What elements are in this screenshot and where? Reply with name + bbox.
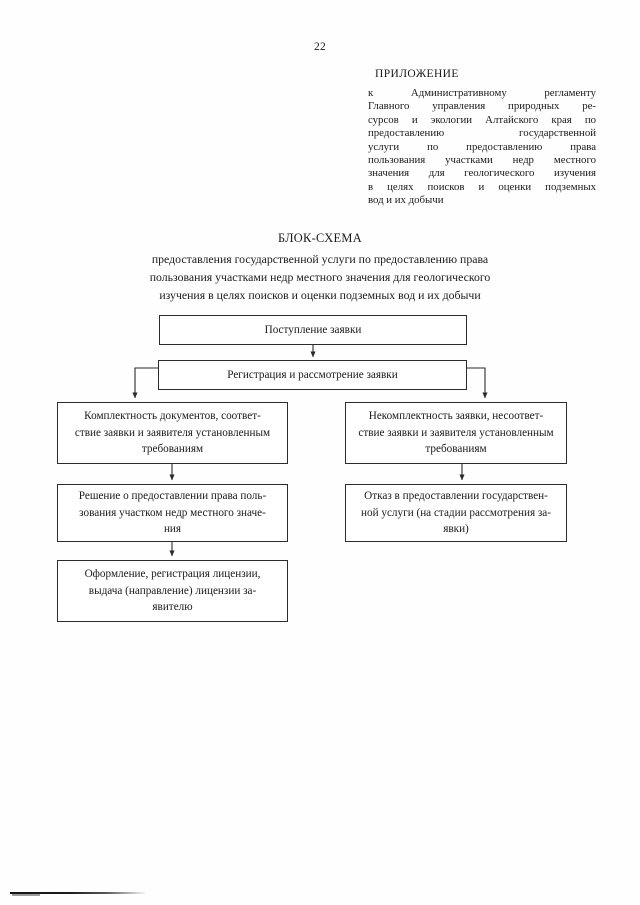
flowchart-node-license-issuance[interactable]: Оформление, регистрация лицензии, выдача… bbox=[57, 560, 288, 622]
node-line: ния bbox=[163, 523, 182, 536]
flowchart-node-refusal[interactable]: Отказ в предоставлении государствен- ной… bbox=[345, 484, 567, 542]
appendix-title: ПРИЛОЖЕНИЕ bbox=[375, 68, 459, 80]
node-line: Отказ в предоставлении государствен- bbox=[364, 490, 548, 503]
appendix-line: сурсов и экологии Алтайского края по bbox=[368, 113, 596, 126]
node-line: зования участком недр местного значе- bbox=[79, 506, 266, 519]
node-line: Оформление, регистрация лицензии, bbox=[84, 568, 261, 581]
node-line: требованиям bbox=[425, 443, 487, 456]
appendix-line: значения для геологического изучения bbox=[368, 167, 596, 180]
node-line: явки) bbox=[443, 523, 469, 536]
edge-registration-incomplete bbox=[467, 367, 488, 399]
scheme-subtitle-line: изучения в целях поисков и оценки подзем… bbox=[159, 288, 481, 303]
node-line: ной услуги (на стадии рассмотрения за- bbox=[361, 506, 551, 519]
node-line: Решение о предоставлении права поль- bbox=[78, 490, 267, 503]
scheme-subtitle: предоставления государственной услуги по… bbox=[70, 250, 570, 305]
node-line: ствие заявки и заявителя установленным bbox=[358, 426, 554, 439]
appendix-line: Главного управления природных ре- bbox=[368, 100, 596, 113]
flowchart-node-application[interactable]: Поступление заявки bbox=[159, 315, 467, 345]
node-line: Некомплектность заявки, несоответ- bbox=[368, 410, 544, 423]
appendix-line: вод и их добычи bbox=[368, 194, 444, 207]
node-line: выдача (направление) лицензии за- bbox=[88, 584, 257, 597]
appendix-line: предоставлению государственной bbox=[368, 127, 596, 140]
node-line: Регистрация и рассмотрение заявки bbox=[227, 368, 398, 381]
appendix-line: пользования участками недр местного bbox=[368, 154, 596, 167]
node-line: Комплектность документов, соответ- bbox=[84, 410, 261, 423]
edge-registration-complete bbox=[132, 367, 158, 399]
node-line: ствие заявки и заявителя установленным bbox=[74, 426, 271, 439]
scheme-subtitle-line: пользования участками недр местного знач… bbox=[149, 270, 491, 285]
scan-artifact-line-secondary bbox=[12, 894, 40, 896]
scan-artifact-line bbox=[10, 892, 145, 894]
appendix-line: к Административному регламенту bbox=[368, 87, 596, 99]
node-line: требованиям bbox=[141, 443, 204, 456]
scheme-title: БЛОК-СХЕМА bbox=[278, 231, 362, 245]
appendix-line: в целях поисков и оценки подземных bbox=[368, 180, 596, 193]
appendix-line: услуги по предоставлению права bbox=[368, 140, 596, 153]
appendix-header: ПРИЛОЖЕНИЕ к Административному регламент… bbox=[368, 68, 596, 208]
appendix-body: к Административному регламенту Главного … bbox=[368, 87, 596, 208]
flowchart-node-incomplete-documents[interactable]: Некомплектность заявки, несоответ- ствие… bbox=[345, 402, 567, 464]
flowchart-node-complete-documents[interactable]: Комплектность документов, соответ- ствие… bbox=[57, 402, 288, 464]
node-line: Поступление заявки bbox=[264, 323, 362, 336]
flowchart-node-decision[interactable]: Решение о предоставлении права поль- зов… bbox=[57, 484, 288, 542]
node-line: явителю bbox=[152, 601, 193, 614]
scheme-subtitle-line: предоставления государственной услуги по… bbox=[151, 252, 489, 266]
flowchart-node-registration[interactable]: Регистрация и рассмотрение заявки bbox=[158, 360, 467, 390]
page-number: 22 bbox=[314, 41, 326, 53]
